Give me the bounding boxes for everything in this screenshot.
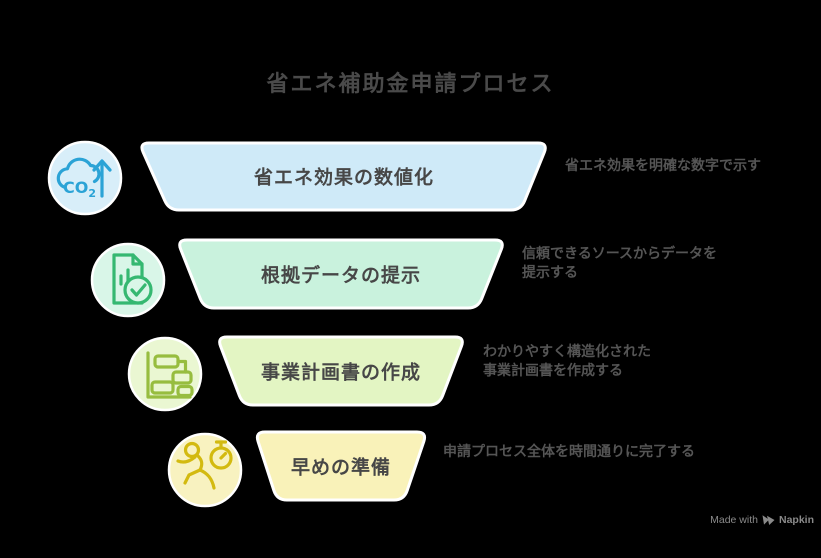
step-4-icon-circle	[167, 432, 243, 508]
step-4-description: 申請プロセス全体を時間通りに完了する	[443, 442, 695, 461]
watermark-prefix: Made with	[710, 514, 758, 526]
funnel-step-2-shape	[178, 238, 504, 310]
step-2-description: 信頼できるソースからデータを 提示する	[522, 244, 717, 282]
description-line: 省エネ効果を明確な数字で示す	[565, 157, 761, 173]
funnel-step-4-shape	[255, 430, 427, 502]
description-line: 提示する	[522, 264, 578, 280]
runner-stopwatch-glyph	[176, 440, 233, 490]
funnel-step-1-label: 省エネ効果の数値化	[253, 167, 435, 189]
description-line: 事業計画書を作成する	[483, 362, 623, 378]
description-line: 信頼できるソースからデータを	[522, 245, 718, 261]
napkin-logo-icon	[762, 515, 775, 525]
document-check-glyph	[112, 253, 153, 305]
gantt-chart-glyph	[146, 351, 194, 399]
funnel-step-1-shape	[140, 141, 547, 212]
co2-text: CO2	[63, 178, 96, 200]
watermark-brand: Napkin	[778, 514, 814, 526]
step-3-description: わかりやすく構造化された 事業計画書を作成する	[483, 342, 651, 380]
funnel-step-3-label: 事業計画書の作成	[260, 362, 422, 384]
runner-stopwatch-icon	[167, 432, 243, 508]
step-1-description: 省エネ効果を明確な数字で示す	[565, 156, 761, 175]
co2-cloud-up-arrow-icon: CO2	[47, 140, 123, 216]
check-circle	[123, 275, 153, 305]
made-with-napkin-badge[interactable]: Made with Napkin	[710, 514, 814, 526]
funnel-step-4-label: 早めの準備	[290, 457, 392, 479]
funnel-step-3-shape	[218, 335, 464, 407]
description-line: 申請プロセス全体を時間通りに完了する	[443, 443, 695, 459]
description-line: わかりやすく構造化された	[483, 343, 651, 359]
co2-cloud-glyph: CO2	[56, 157, 112, 200]
document-check-icon	[90, 242, 166, 318]
gantt-chart-icon	[127, 336, 203, 412]
page-title: 省エネ補助金申請プロセス	[266, 71, 555, 96]
funnel-step-2-label: 根拠データの提示	[260, 265, 422, 287]
